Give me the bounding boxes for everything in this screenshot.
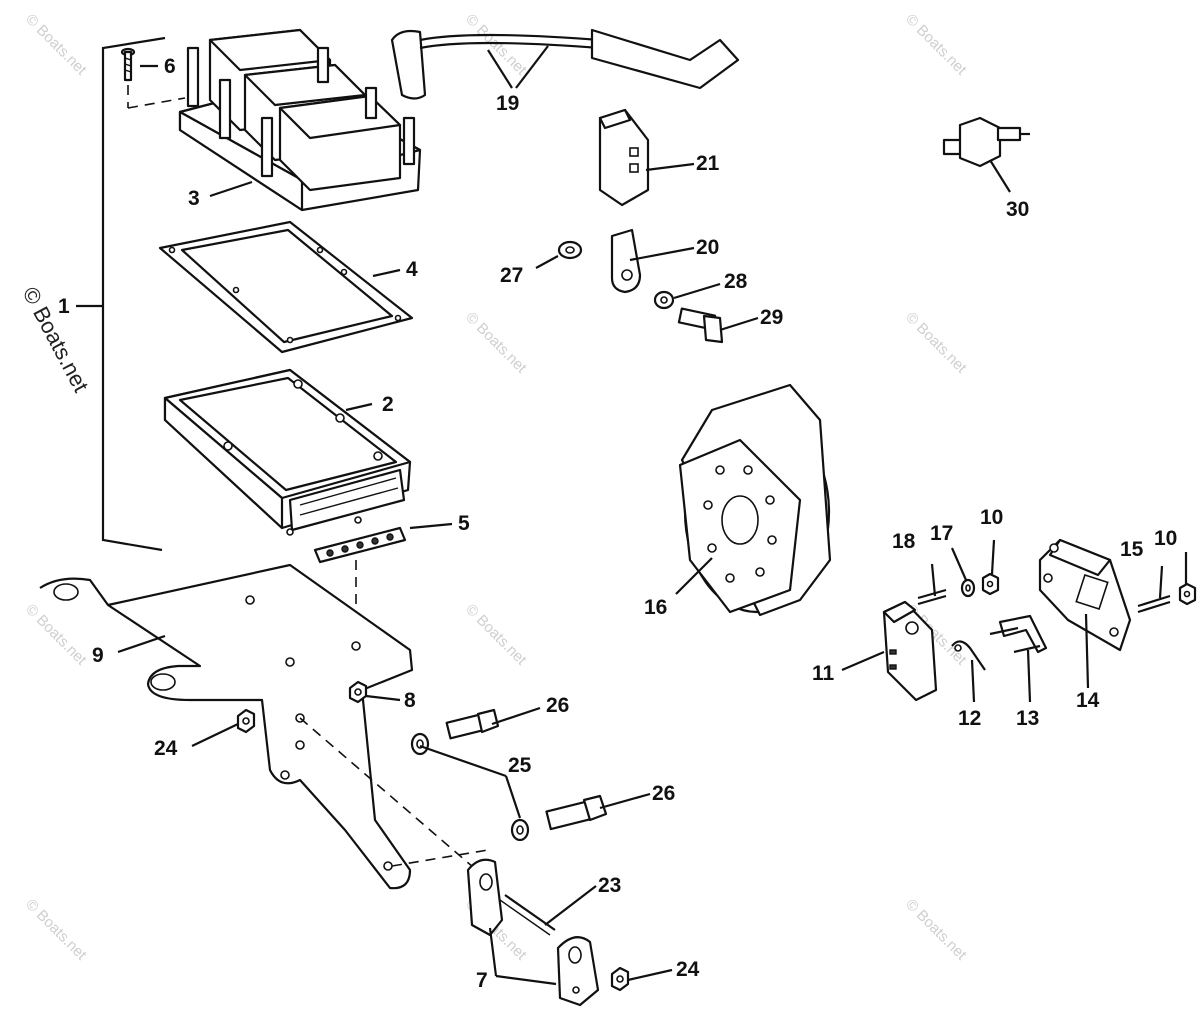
callout-27: 27: [500, 264, 523, 287]
callout-30: 30: [1006, 198, 1029, 221]
callout-8: 8: [404, 689, 416, 712]
callout-12: 12: [958, 707, 981, 730]
part-4-gasket[interactable]: [158, 220, 414, 354]
callout-15: 15: [1120, 538, 1144, 561]
part-19-plug-wire[interactable]: [390, 28, 740, 100]
watermark-text: © Boats.net: [22, 11, 90, 79]
callout-7: 7: [476, 969, 488, 992]
callout-1: 1: [58, 295, 70, 318]
watermark-text: © Boats.net: [22, 601, 90, 669]
callout-3: 3: [188, 187, 200, 210]
callout-16: 16: [644, 596, 667, 619]
callout-24a: 24: [154, 737, 178, 760]
callout-28: 28: [724, 270, 748, 293]
callout-29: 29: [760, 306, 783, 329]
part-13-link[interactable]: [989, 614, 1048, 654]
part-12-clip[interactable]: [951, 640, 986, 671]
part-29-bolt[interactable]: [677, 307, 724, 344]
part-2-control-module[interactable]: [163, 368, 412, 536]
part-25-washer-lower[interactable]: [510, 818, 530, 842]
callout-5: 5: [458, 512, 470, 535]
callout-9: 9: [92, 644, 104, 667]
part-24-nut-lower[interactable]: [610, 966, 630, 992]
callout-6: 6: [164, 55, 176, 78]
watermark-layer: © Boats.net © Boats.net © Boats.net © Boats…: [22, 11, 970, 964]
part-18-stud[interactable]: [917, 588, 947, 606]
callout-10b: 10: [1154, 527, 1177, 550]
callout-13: 13: [1016, 707, 1039, 730]
part-24-nut-left[interactable]: [236, 708, 256, 734]
part-9-mounting-bracket[interactable]: [39, 563, 489, 890]
callout-11: 11: [812, 662, 835, 685]
watermark-text: © Boats.net: [902, 11, 970, 79]
callout-19: 19: [496, 92, 519, 115]
callout-21: 21: [696, 152, 720, 175]
part-26-bolt-lower[interactable]: [545, 794, 608, 831]
part-11-sensor-block[interactable]: [882, 600, 938, 702]
watermark-text: © Boats.net: [22, 896, 90, 964]
part-30-sensor[interactable]: [942, 116, 1030, 168]
callout-20: 20: [696, 236, 719, 259]
part-7-clamp-upper[interactable]: [466, 858, 504, 937]
part-10-nut-a[interactable]: [981, 572, 1000, 596]
callout-14: 14: [1076, 689, 1100, 712]
part-17-washer[interactable]: [960, 578, 976, 598]
callout-4: 4: [406, 258, 418, 281]
part-20-terminal[interactable]: [610, 228, 642, 294]
side-watermark: © Boats.net: [18, 283, 94, 397]
callout-10a: 10: [980, 506, 1003, 529]
callout-24b: 24: [676, 958, 700, 981]
part-7-clamp-lower[interactable]: [556, 936, 600, 1007]
callout-26b: 26: [652, 782, 675, 805]
callout-labels: 1 2 3 4 5 6 7 8 9 10 10 11 12 13 14 15 1…: [58, 55, 1177, 992]
part-25-washer-upper[interactable]: [410, 732, 430, 756]
part-3-coil-pack[interactable]: [178, 28, 422, 212]
part-27-washer[interactable]: [557, 240, 583, 260]
part-15-stud[interactable]: [1137, 594, 1171, 614]
callout-2: 2: [382, 393, 394, 416]
watermark-text: © Boats.net: [462, 601, 530, 669]
watermark-text: © Boats.net: [462, 309, 530, 377]
assembly-bracket: [101, 36, 166, 552]
watermark-text: © Boats.net: [902, 309, 970, 377]
leader-lines: [76, 45, 1188, 986]
part-10-nut-b[interactable]: [1178, 582, 1197, 606]
part-14-housing[interactable]: [1038, 538, 1132, 652]
part-21-connector[interactable]: [598, 108, 650, 207]
callout-26a: 26: [546, 694, 569, 717]
callout-17: 17: [930, 522, 953, 545]
part-6-screw[interactable]: [120, 47, 186, 109]
part-16-flywheel[interactable]: [678, 383, 832, 617]
callout-25: 25: [508, 754, 532, 777]
watermark-text: © Boats.net: [902, 896, 970, 964]
part-28-washer[interactable]: [653, 290, 675, 310]
part-8-nut[interactable]: [348, 680, 368, 704]
callout-18: 18: [892, 530, 916, 553]
watermark-text: © Boats.net: [462, 11, 530, 79]
part-26-bolt-upper[interactable]: [445, 708, 500, 740]
callout-23: 23: [598, 874, 621, 897]
